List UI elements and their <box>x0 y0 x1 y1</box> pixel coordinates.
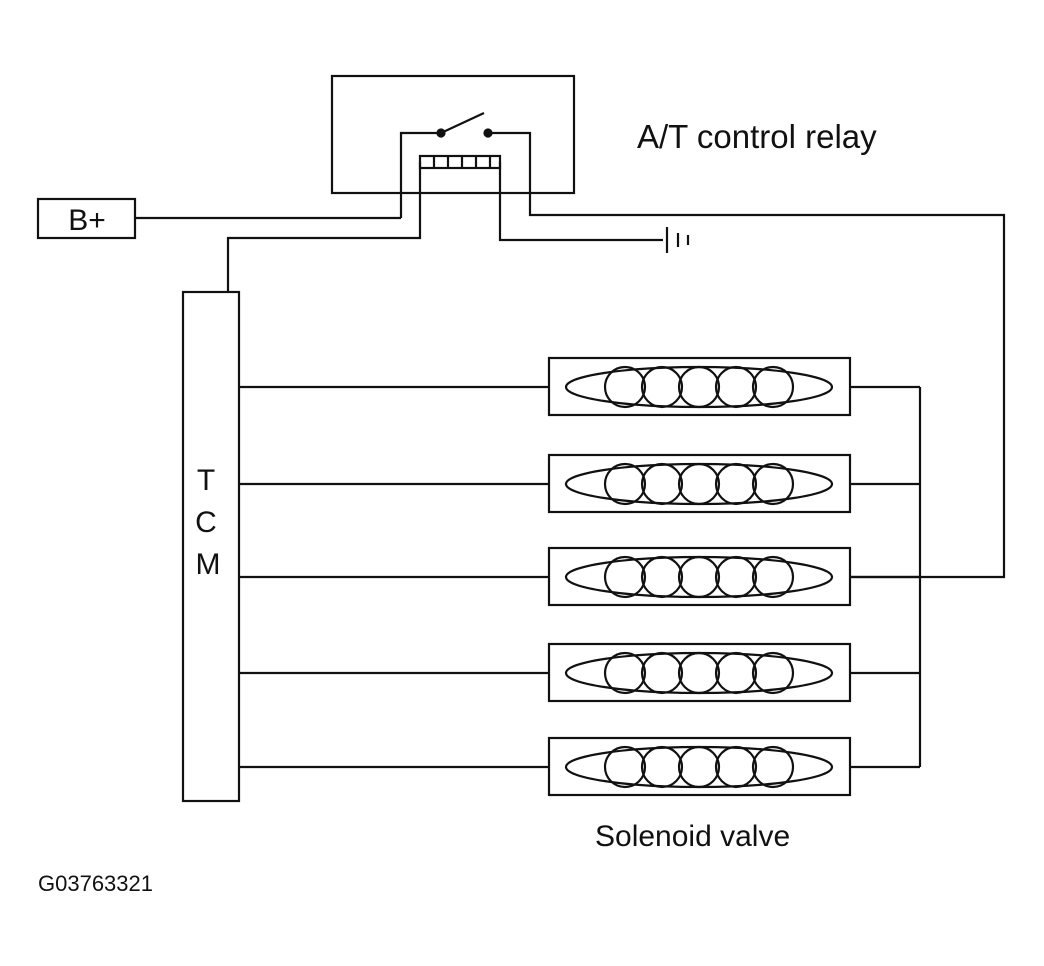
solenoid-coil-loop <box>640 745 684 789</box>
solenoid-coil-loop <box>714 745 758 789</box>
solenoid-coil-loop <box>640 462 684 506</box>
tcm-label-letter-2: C <box>195 506 217 539</box>
solenoid-coil-loop <box>751 651 795 695</box>
solenoid-valve-2 <box>239 453 920 514</box>
solenoid-coil-loop <box>640 555 684 599</box>
relay-coil <box>226 154 663 292</box>
solenoid-coil-loop <box>751 555 795 599</box>
relay-housing <box>330 74 576 195</box>
solenoid-coil-loop <box>603 462 647 506</box>
solenoid-coil-loop <box>714 555 758 599</box>
tcm-label-letter-3: M <box>196 548 221 581</box>
solenoid-coil-loop <box>714 651 758 695</box>
solenoid-coil-loop <box>677 365 721 409</box>
solenoid-coil-loop <box>603 745 647 789</box>
solenoid-coil-loop <box>714 365 758 409</box>
tcm-label-letter-1: T <box>197 464 215 497</box>
solenoid-label: Solenoid valve <box>595 820 790 853</box>
solenoid-valve-1 <box>239 356 920 417</box>
solenoid-coil-loop <box>677 555 721 599</box>
tcm-box <box>181 290 241 803</box>
solenoid-coil-loop <box>603 555 647 599</box>
solenoid-coil-loop <box>677 462 721 506</box>
solenoid-coil-loop <box>603 651 647 695</box>
figure-code: G03763321 <box>38 871 153 896</box>
ground-icon <box>665 227 690 253</box>
solenoid-coil-loop <box>640 365 684 409</box>
solenoid-coil-loop <box>677 651 721 695</box>
solenoid-group <box>239 356 920 797</box>
solenoid-coil-loop <box>751 365 795 409</box>
solenoid-coil-loop <box>751 462 795 506</box>
solenoid-coil-loop <box>714 462 758 506</box>
solenoid-valve-3 <box>239 546 920 607</box>
solenoid-coil-loop <box>603 365 647 409</box>
relay-switch <box>399 112 1006 579</box>
solenoid-valve-4 <box>239 642 920 703</box>
relay-label: A/T control relay <box>637 118 877 155</box>
solenoid-valve-5 <box>239 736 920 797</box>
battery-label: B+ <box>68 204 106 237</box>
solenoid-coil-loop <box>751 745 795 789</box>
solenoid-coil-loop <box>677 745 721 789</box>
solenoid-coil-loop <box>640 651 684 695</box>
